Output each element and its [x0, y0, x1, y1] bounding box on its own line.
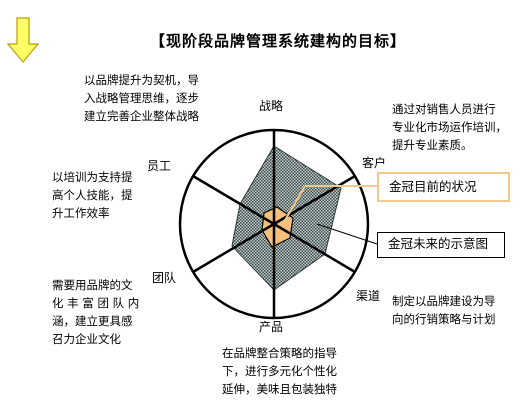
- note-customer: 通过对销售人员进行 专业化市场运作培训， 提升专业素质。: [392, 102, 507, 152]
- axis-label-channel: 渠道: [356, 289, 381, 303]
- axis-label-strategy: 战略: [259, 99, 284, 113]
- axis-label-product: 产品: [259, 320, 284, 334]
- note-strategy: 以品牌提升为契机，导 入战略管理思维，逐步 建立完善企业整体战略: [84, 73, 199, 123]
- axis-label-customer: 客户: [362, 156, 387, 170]
- note-team: 需要用品牌的文 化 丰 富 团 队 内 涵，建立更具感 召力企业文化: [52, 278, 140, 346]
- page-title: 【现阶段品牌管理系统建构的目标】: [150, 32, 407, 50]
- leader-lines: [283, 185, 378, 245]
- note-product: 在品牌整合策略的指导 下，进行多元化个性化 延伸，美味且包装独特: [222, 346, 337, 396]
- note-staff: 以培训为支持提 高个人技能，提 升工作效率: [52, 170, 133, 220]
- note-channel: 制定以品牌建设为导 向的行销策略与计划: [392, 294, 496, 326]
- axis-label-team: 团队: [152, 271, 177, 285]
- axis-label-staff: 员工: [147, 159, 172, 173]
- legend-future-diagram: 金冠未来的示意图: [377, 232, 505, 258]
- down-arrow-icon: [6, 17, 40, 63]
- legend-current-status: 金冠目前的状况: [377, 172, 510, 202]
